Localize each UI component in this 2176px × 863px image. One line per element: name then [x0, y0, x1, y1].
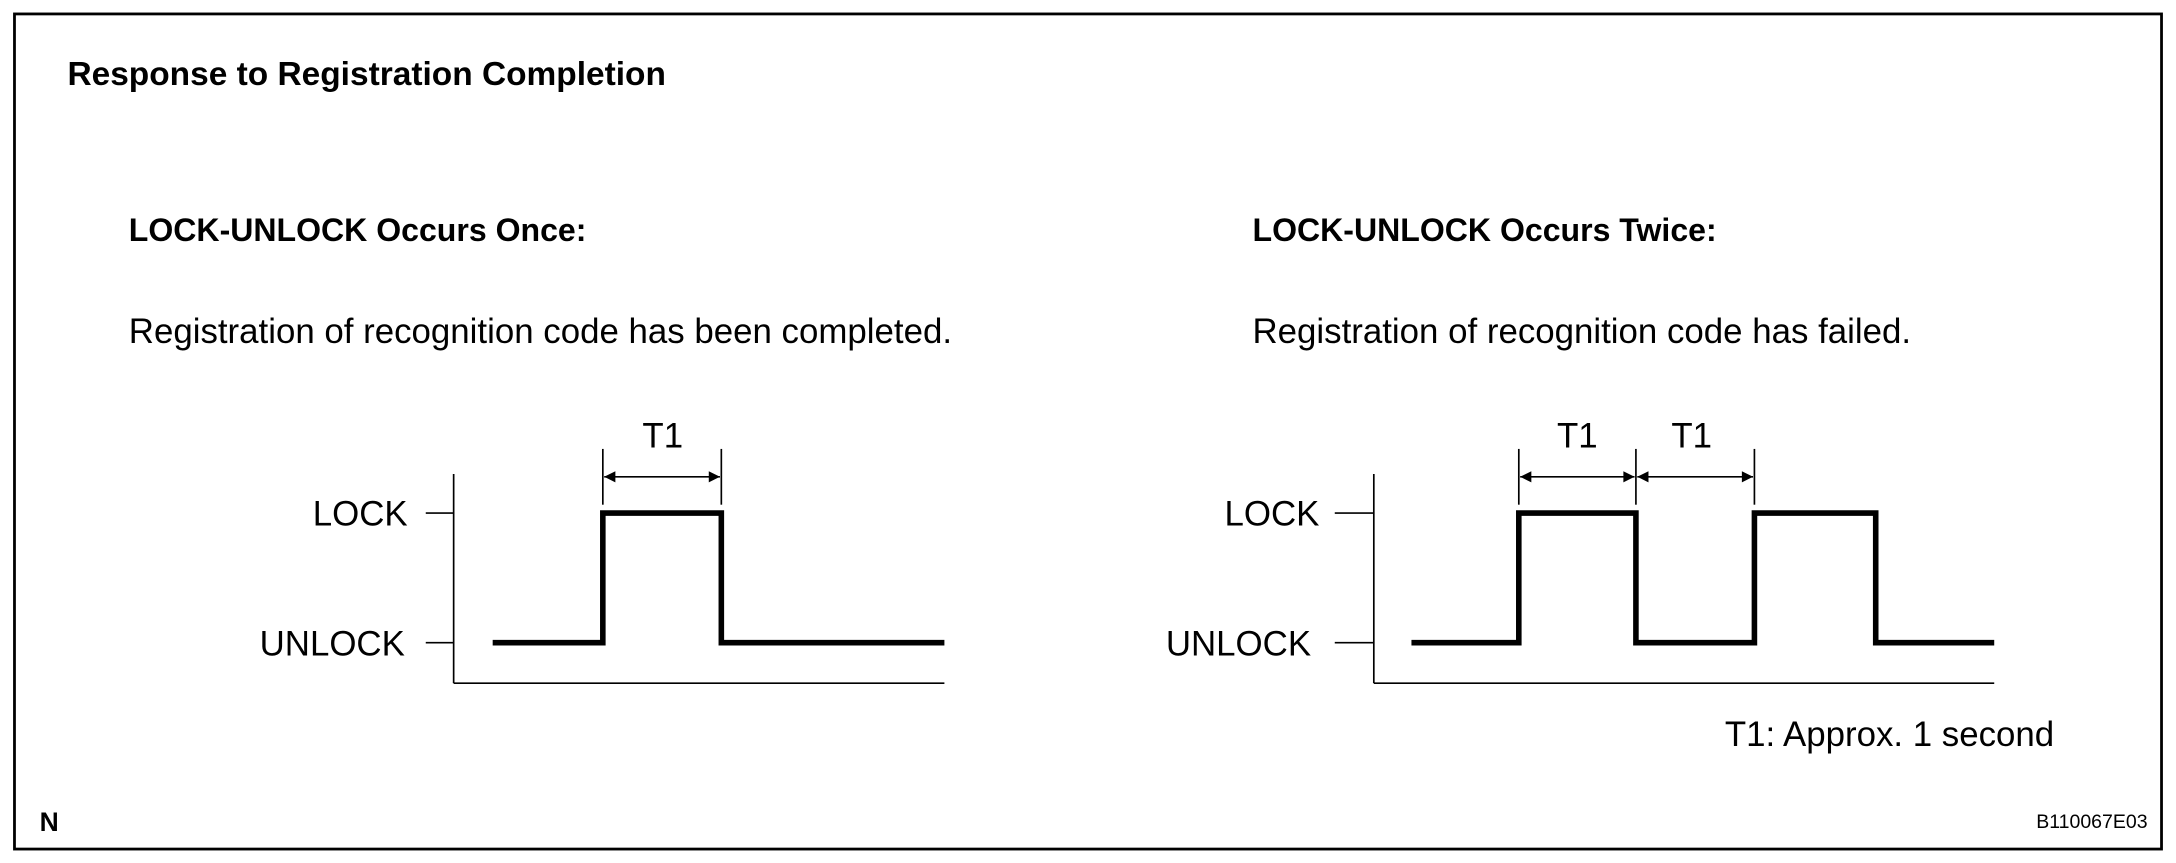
figure-id: B110067E03 — [2036, 811, 2147, 833]
right-lock-label: LOCK — [1225, 495, 1320, 534]
right-t1a-label: T1 — [1557, 417, 1598, 456]
left-description: Registration of recognition code has bee… — [129, 312, 952, 351]
left-heading: LOCK-UNLOCK Occurs Once: — [129, 212, 587, 248]
frame-border — [13, 12, 2163, 851]
right-heading: LOCK-UNLOCK Occurs Twice: — [1253, 212, 1717, 248]
left-timing-chart: LOCK UNLOCK T1 — [260, 417, 945, 684]
corner-mark: N — [40, 807, 59, 837]
right-waveform — [1411, 510, 1995, 646]
left-unlock-label: UNLOCK — [260, 624, 405, 663]
right-timing-chart: LOCK UNLOCK T1 T1 — [1166, 417, 1995, 684]
t1-note: T1: Approx. 1 second — [1725, 715, 2054, 754]
right-unlock-label: UNLOCK — [1166, 624, 1311, 663]
left-waveform — [492, 510, 945, 646]
page-title: Response to Registration Completion — [67, 56, 665, 93]
right-t1b-label: T1 — [1671, 417, 1712, 456]
left-lock-label: LOCK — [313, 495, 408, 534]
left-t1-label: T1 — [642, 417, 683, 456]
right-description: Registration of recognition code has fai… — [1253, 312, 1912, 351]
